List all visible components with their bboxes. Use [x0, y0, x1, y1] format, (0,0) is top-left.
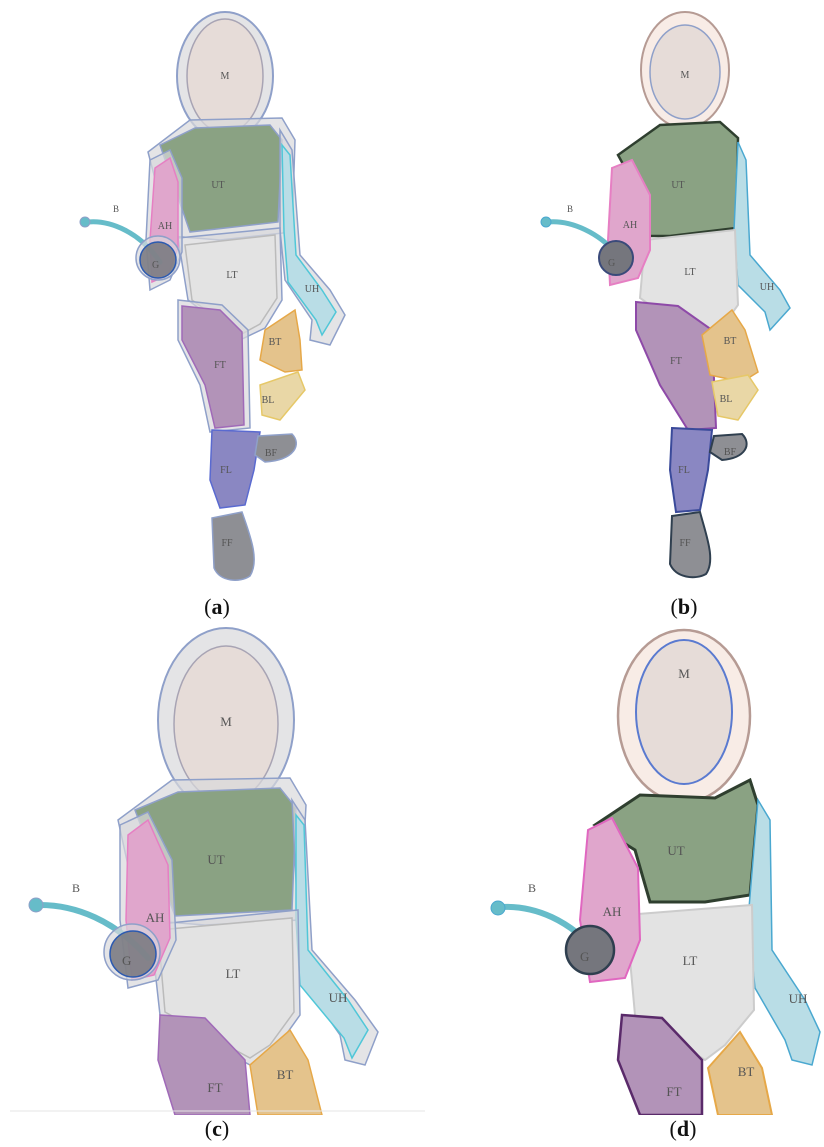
label-FF: FF — [221, 538, 233, 549]
unarmed-hand-region — [282, 145, 336, 335]
caption-c: (c) — [177, 1116, 257, 1142]
fencer-diagram-c: M UT UH LT AH B G FT BT — [0, 620, 425, 1115]
label-B-b: B — [567, 204, 573, 214]
label-FL: FL — [220, 465, 232, 476]
label-M-d: M — [678, 666, 690, 681]
label-G-d: G — [580, 949, 589, 964]
label-B-c: B — [72, 881, 80, 895]
guard-region-d — [566, 926, 614, 974]
label-M-b: M — [681, 70, 690, 81]
label-AH: AH — [158, 221, 172, 232]
label-G: G — [152, 260, 159, 271]
blade-tip-b — [541, 217, 551, 227]
label-LT-c: LT — [226, 966, 241, 981]
label-UH-c: UH — [329, 990, 348, 1005]
label-B: B — [113, 204, 119, 214]
label-B-d: B — [528, 881, 536, 895]
label-FL-b: FL — [678, 465, 690, 476]
label-BT-d: BT — [738, 1064, 755, 1079]
fencer-diagram-b: M UT UH LT AH B G FT BT BL FL BF FF — [520, 0, 820, 590]
front-leg-region-b — [670, 428, 712, 512]
label-UT-d: UT — [667, 843, 684, 858]
label-M-c: M — [220, 714, 232, 729]
label-FT: FT — [214, 360, 226, 371]
label-AH-c: AH — [146, 910, 165, 925]
label-BT: BT — [269, 337, 282, 348]
label-UT-b: UT — [671, 180, 684, 191]
label-G-c: G — [122, 953, 131, 968]
label-LT-b: LT — [684, 267, 695, 278]
label-BF-b: BF — [724, 447, 737, 458]
fencer-diagram-d: M UT UH LT AH B G FT BT — [440, 620, 824, 1115]
caption-b: (b) — [644, 594, 724, 620]
label-LT: LT — [226, 270, 237, 281]
label-FT-c: FT — [207, 1080, 222, 1095]
label-UH-b: UH — [760, 282, 774, 293]
label-M: M — [221, 71, 230, 82]
label-BL-b: BL — [720, 394, 733, 405]
label-AH-d: AH — [603, 904, 622, 919]
label-UT: UT — [211, 180, 224, 191]
label-FT-d: FT — [666, 1084, 681, 1099]
blade-tip-c — [29, 898, 43, 912]
unarmed-hand-region-b — [734, 142, 790, 330]
label-BT-b: BT — [724, 336, 737, 347]
label-UH: UH — [305, 284, 319, 295]
panel-b: M UT UH LT AH B G FT BT BL FL BF FF — [520, 0, 820, 590]
panel-c: M UT UH LT AH B G FT BT — [0, 620, 425, 1115]
label-BF: BF — [265, 448, 278, 459]
caption-d: (d) — [643, 1116, 723, 1142]
fencer-diagram-a: M UT UH LT AH B G FT BT BL FL BF FF — [60, 0, 380, 590]
blade-tip-d — [491, 901, 505, 915]
front-foot-region — [212, 512, 254, 580]
label-FF-b: FF — [679, 538, 691, 549]
caption-a: (a) — [177, 594, 257, 620]
label-BT-c: BT — [277, 1067, 294, 1082]
label-UT-c: UT — [207, 852, 224, 867]
blade-tip — [80, 217, 90, 227]
unarmed-hand-region-d — [748, 800, 820, 1065]
guard-region-c — [110, 931, 156, 977]
label-AH-b: AH — [623, 220, 637, 231]
front-leg-region — [210, 430, 260, 508]
label-UH-d: UH — [789, 991, 808, 1006]
panel-a: M UT UH LT AH B G FT BT BL FL BF FF — [60, 0, 380, 590]
label-LT-d: LT — [683, 953, 698, 968]
mask-region-d — [636, 640, 732, 784]
label-BL: BL — [262, 395, 275, 406]
label-FT-b: FT — [670, 356, 682, 367]
guard-region-b — [599, 241, 633, 275]
panel-d: M UT UH LT AH B G FT BT — [440, 620, 824, 1115]
label-G-b: G — [608, 258, 615, 269]
